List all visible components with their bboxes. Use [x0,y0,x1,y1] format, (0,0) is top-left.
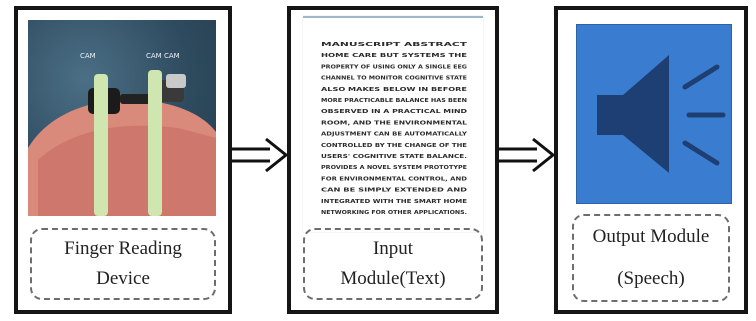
output-module-caption-line2: (Speech) [617,268,685,289]
output-module-caption: Output Module (Speech) [572,214,730,302]
input-module-caption-line1: Input [372,238,414,259]
document-text-line: NETWORKING FOR OTHER APPLICATIONS. [321,210,467,216]
double-arrow-right-icon [499,137,556,173]
document-text-line: ADJUSTMENT CAN BE AUTOMATICALLY [321,132,467,138]
document-text-line: ROOM, AND THE ENVIRONMENTAL [321,120,468,126]
speaker-icon-box [576,24,732,204]
input-module-panel: MANUSCRIPT ABSTRACT HOME CARE BUT SYSTEMS… [287,6,499,314]
finger-device-caption: Finger Reading Device [30,228,216,300]
finger-reading-device-panel: CAM CAM CAM Finger Reading Device [14,6,232,314]
speaker-icon [597,55,726,173]
finger-device-photo: CAM CAM CAM [28,20,216,216]
document-text-line: PROPERTY OF USING ONLY A SINGLE EEG [321,64,467,70]
finger-device-caption-line2: Device [96,268,150,289]
document-text-line: HOME CARE BUT SYSTEMS THE [321,53,468,59]
double-arrow-right-icon [232,137,289,173]
document-text-line: MANUSCRIPT ABSTRACT [321,42,468,48]
hand-shadow [38,125,216,216]
strap-right [148,70,162,216]
document-text-line: INTEGRATED WITH THE SMART HOME [321,199,468,205]
finger-device-caption-line1: Finger Reading [64,238,182,259]
document-text-line: OBSERVED IN A PRACTICAL MIND [321,109,468,115]
photo-label-left: CAM [80,52,96,60]
photo-label-right: CAM CAM [146,52,180,60]
document-text-line: CHANNEL TO MONITOR COGNITIVE STATE [321,76,468,82]
document-text-line: CAN BE SIMPLY EXTENDED AND [321,188,468,194]
finger-device-illustration: CAM CAM CAM [28,52,216,216]
document-text-line: FOR ENVIRONMENTAL CONTROL, AND [321,176,468,182]
document-text-line: ALSO MAKES BELOW IN BEFORE [321,87,468,93]
document-text-line: USERS' COGNITIVE STATE BALANCE. [321,154,467,160]
document-text-line: PROVIDES A NOVEL SYSTEM PROTOTYPE [321,165,468,171]
sensor-lens [166,74,186,88]
input-module-caption: Input Module(Text) [303,228,483,300]
output-module-panel: Output Module (Speech) [554,6,748,314]
document-text-line: MORE PRACTICABLE BALANCE HAS BEEN [321,98,467,104]
strap-left [94,74,108,216]
document-text-line: CONTROLLED BY THE CHANGE OF THE [321,143,468,149]
input-module-caption-line2: Module(Text) [340,268,446,289]
document-text-block: MANUSCRIPT ABSTRACT HOME CARE BUT SYSTEMS… [321,42,468,216]
output-module-caption-line1: Output Module [592,226,710,247]
camera-cable [120,94,154,104]
text-document-thumbnail: MANUSCRIPT ABSTRACT HOME CARE BUT SYSTEMS… [303,16,483,232]
